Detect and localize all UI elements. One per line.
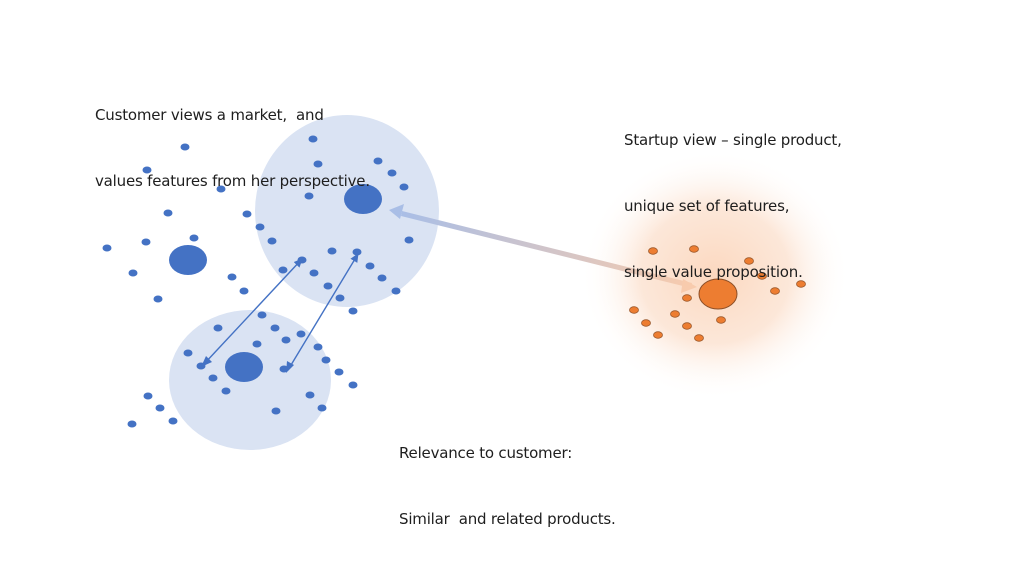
startup-feature-dot [629,306,639,314]
arrow-head-right [681,279,697,293]
market-feature-dot [365,262,375,270]
relevance-label: Relevance to customer: Similar and relat… [399,398,616,552]
customer-view-line-2: values features from her perspective. [95,172,370,190]
startup-feature-dot [682,294,692,302]
relevance-line-1: Relevance to customer: [399,444,573,462]
market-feature-dot [321,356,331,364]
startup-view-line-1: Startup view – single product, [624,131,842,149]
market-feature-dot [183,349,193,357]
market-feature-dot [141,238,151,246]
market-feature-dot [313,343,323,351]
market-product-top [344,184,382,214]
market-feature-dot [216,185,226,193]
startup-feature-dot [770,287,780,295]
startup-feature-dot [694,334,704,342]
startup-feature-dot [648,247,658,255]
relation-arrow-1-head-start [201,356,212,367]
market-feature-dot [267,237,277,245]
market-feature-dot [128,269,138,277]
market-feature-dot [278,266,288,274]
startup-feature-dot [641,319,651,327]
startup-feature-dot [689,245,699,253]
market-feature-dot [309,269,319,277]
market-product-bottom [225,352,263,382]
market-feature-dot [271,407,281,415]
market-feature-dot [323,282,333,290]
market-feature-dot [327,247,337,255]
market-feature-dot [348,307,358,315]
market-feature-dot [305,391,315,399]
market-feature-dot [213,324,223,332]
market-feature-dot [373,157,383,165]
startup-feature-dot [670,310,680,318]
market-feature-dot [270,324,280,332]
startup-market-arrow [389,204,697,293]
market-feature-dot [102,244,112,252]
market-feature-dot [257,311,267,319]
arrow-head-left [389,204,404,219]
market-feature-dot [208,374,218,382]
startup-feature-dot [653,331,663,339]
market-feature-dot [180,143,190,151]
startup-view-label: Startup view – single product, unique se… [624,85,842,305]
customer-view-line-1: Customer views a market, and [95,106,324,124]
market-feature-dot [317,404,327,412]
market-feature-dot [399,183,409,191]
market-feature-dot [189,234,199,242]
startup-feature-dot [744,257,754,265]
startup-glow-region [580,150,850,400]
relevance-line-2: Similar and related products. [399,510,616,528]
relation-arrow-2-head-start [286,361,294,373]
market-feature-dots [102,135,414,428]
startup-feature-dot [757,272,767,280]
customer-view-label: Customer views a market, and values feat… [95,60,370,214]
relation-arrow-2 [287,253,359,371]
startup-product [698,278,738,310]
market-feature-dot [313,160,323,168]
startup-feature-dots [629,245,806,342]
market-feature-dot [281,336,291,344]
market-feature-dot [255,223,265,231]
market-feature-dot [348,381,358,389]
market-feature-dot [155,404,165,412]
market-feature-dot [153,295,163,303]
market-feature-dot [252,340,262,348]
startup-feature-dot [716,316,726,324]
market-feature-dot [239,287,249,295]
market-feature-dot [163,209,173,217]
startup-feature-dot [682,322,692,330]
market-feature-dot [227,273,237,281]
market-feature-dot [296,330,306,338]
market-feature-dot [168,417,178,425]
market-feature-dot [391,287,401,295]
market-product-left [169,245,207,275]
relation-arrow-1 [203,258,303,365]
market-feature-dot [404,236,414,244]
market-feature-dot [142,166,152,174]
market-feature-dot [304,192,314,200]
startup-feature-dot [796,280,806,288]
market-feature-dot [377,274,387,282]
market-feature-dot [335,294,345,302]
startup-view-line-3: single value proposition. [624,263,803,281]
market-feature-dot [242,210,252,218]
startup-view-line-2: unique set of features, [624,197,790,215]
market-feature-dot [127,420,137,428]
market-feature-dot [143,392,153,400]
market-feature-dot [334,368,344,376]
market-feature-dot [221,387,231,395]
market-feature-dot [308,135,318,143]
market-feature-dot [387,169,397,177]
